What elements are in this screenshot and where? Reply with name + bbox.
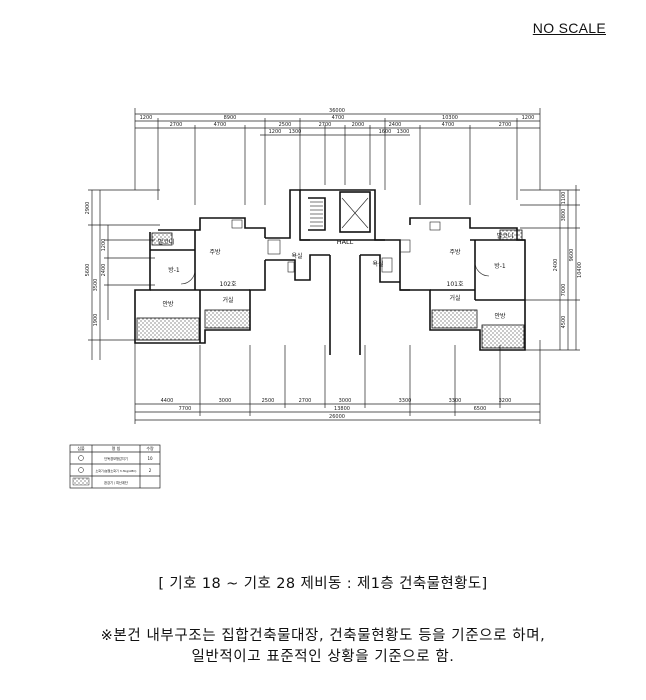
- left-utility-balcony: [151, 232, 173, 246]
- right-master-balcony: [481, 324, 525, 349]
- dim-text: 2700: [319, 122, 332, 128]
- dim-text: 2700: [499, 122, 512, 128]
- legend-item-name: 단독경보형감지기: [104, 456, 128, 461]
- dimension-text-bottom: 4400 3000 2500 2700 3000 3300 3300 3200 …: [161, 398, 512, 420]
- dimension-text-right: 1100 3800 2400 9600 10400 7000 4500: [553, 192, 583, 329]
- dim-text: 4700: [332, 115, 345, 121]
- dim-text: 4700: [442, 122, 455, 128]
- room-label: 안방: [162, 300, 174, 308]
- dim-text: 1300: [289, 129, 302, 135]
- dim-text: 7700: [179, 406, 192, 412]
- dim-text: 2500: [279, 122, 292, 128]
- drawing-caption: [ 기호 18 ~ 기호 28 제비동 : 제1층 건축물현황도]: [158, 576, 488, 592]
- dim-text: 8900: [224, 115, 237, 121]
- dim-text: 4700: [214, 122, 227, 128]
- dim-text: 1200: [140, 115, 153, 121]
- dimension-lines-top: [134, 108, 541, 205]
- room-label: 욕실: [291, 252, 302, 260]
- dim-text: 7000: [561, 284, 567, 297]
- dimension-lines-right: [520, 185, 580, 351]
- unit-label: 102호: [220, 281, 237, 288]
- dim-text: 3000: [339, 398, 352, 404]
- dim-text: 2500: [262, 398, 275, 404]
- dimension-lines-bottom: [134, 340, 541, 424]
- dim-text: 2900: [85, 202, 91, 215]
- dimension-text-top: 36000 1200 8900 4700 10300 1200 2700 470…: [140, 108, 535, 135]
- room-label: 방-1: [494, 262, 506, 270]
- dim-total-bottom: 26000: [329, 414, 345, 420]
- dim-text: 1200: [101, 239, 107, 252]
- dim-text: 3300: [399, 398, 412, 404]
- legend-header: 명 칭: [112, 445, 121, 451]
- dim-total-top: 36000: [329, 108, 345, 114]
- legend-item-name: 완강기 / 피난계단: [104, 480, 128, 485]
- dim-text: 1200: [269, 129, 282, 135]
- extinguisher-icon: [78, 467, 84, 473]
- dimension-text-left: 2900 1200 2400 3500 5600 1900: [85, 202, 107, 327]
- note-line-1: ※본건 내부구조는 집합건축물대장, 건축물현황도 등을 기준으로 하며,: [100, 628, 546, 644]
- legend-item-name: 소화기(분말소화기 3.3kg/ABC): [96, 468, 137, 473]
- dimension-lines-left: [88, 189, 160, 360]
- dim-text: 2400: [101, 264, 107, 277]
- dim-text: 10300: [442, 115, 458, 121]
- dim-text: 6500: [474, 406, 487, 412]
- dim-text: 3500: [93, 279, 99, 292]
- room-label: 안방: [494, 312, 506, 320]
- room-label: 욕실: [372, 260, 383, 268]
- room-label: 주방: [449, 248, 461, 256]
- legend-item-qty: 2: [149, 468, 152, 473]
- dim-text: 5600: [85, 264, 91, 277]
- room-label: 거실: [222, 296, 233, 304]
- dim-text: 2700: [170, 122, 183, 128]
- dim-text: 1200: [522, 115, 535, 121]
- right-utility-balcony: [499, 229, 523, 241]
- dim-text: 2700: [299, 398, 312, 404]
- room-label: 방-1: [168, 266, 180, 274]
- balconies: [136, 229, 525, 349]
- scale-note: NO SCALE: [532, 20, 606, 36]
- dim-text: 2400: [389, 122, 402, 128]
- dim-text: 4500: [561, 316, 567, 329]
- stairs: [310, 197, 369, 229]
- balcony-hatch-icon: [72, 477, 90, 486]
- legend-item-qty: 10: [147, 456, 153, 461]
- legend-header: 심볼: [77, 445, 85, 451]
- right-living-balcony: [431, 309, 478, 329]
- dim-text: 1900: [93, 314, 99, 327]
- room-label: 발코니: [158, 238, 175, 246]
- floor-plan: 36000 1200 8900 4700 10300 1200 2700 470…: [69, 108, 583, 489]
- note-line-2: 일반적이고 표준적인 상황을 기준으로 함.: [191, 649, 455, 665]
- smoke-detector-icon: [78, 455, 84, 461]
- dim-text: 3300: [449, 398, 462, 404]
- dim-text: 2000: [352, 122, 365, 128]
- dim-text: 2400: [553, 259, 559, 272]
- dim-text: 1600: [379, 129, 392, 135]
- fixtures: [180, 219, 490, 285]
- dim-text: 3200: [499, 398, 512, 404]
- dim-text: 1100: [561, 192, 567, 205]
- walls: [134, 189, 526, 355]
- unit-label: 101호: [447, 281, 464, 288]
- dim-text: 1300: [397, 129, 410, 135]
- dim-text: 3800: [561, 209, 567, 222]
- dim-text: 3000: [219, 398, 232, 404]
- room-labels: 발코니 주방 방-1 102호 거실 안방 욕실 HALL 발코니 주방 방-1…: [158, 232, 514, 320]
- hall-label: HALL: [337, 238, 354, 246]
- left-living-balcony: [204, 309, 251, 329]
- dim-text: 10400: [577, 262, 583, 278]
- dim-text: 13800: [334, 406, 350, 412]
- dim-text: 4400: [161, 398, 174, 404]
- legend-header: 수량: [146, 445, 154, 451]
- room-label: 주방: [209, 248, 221, 256]
- dim-text: 9600: [569, 249, 575, 262]
- room-label: 거실: [449, 294, 460, 302]
- left-master-balcony: [136, 317, 200, 341]
- room-label: 발코니: [497, 232, 514, 240]
- legend-table: 심볼 명 칭 수량 단독경보형감지기 10 소화기(분말소화기 3.3kg/AB…: [69, 444, 161, 489]
